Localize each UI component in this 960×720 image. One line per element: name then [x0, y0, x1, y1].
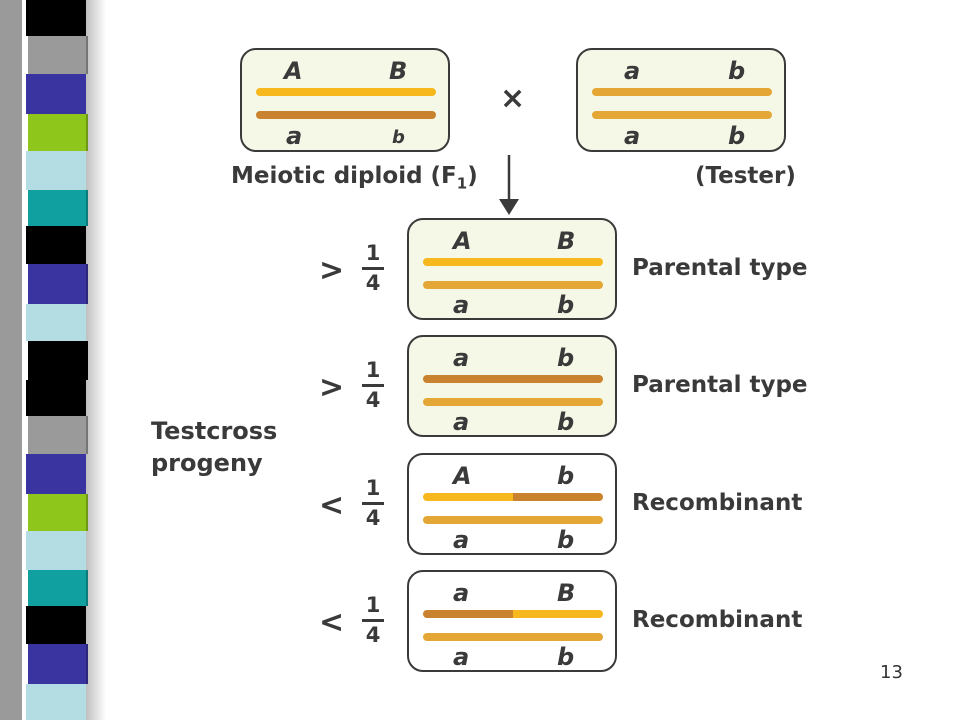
fraction-denominator: 4: [365, 506, 381, 530]
fraction-denominator: 4: [365, 623, 381, 647]
progeny-allele-top-right: B: [557, 227, 576, 255]
fraction-denominator: 4: [365, 388, 381, 412]
progeny-allele-bottom-right: b: [557, 408, 575, 436]
progeny-chromosome-bottom: [423, 633, 603, 641]
fraction-bar: [362, 267, 384, 270]
progeny-comparator-3: <: [319, 488, 345, 523]
progeny-allele-bottom-right: b: [557, 526, 575, 554]
f1-chromosome-top: [256, 88, 436, 96]
progeny-allele-top-right: b: [557, 344, 575, 372]
progeny-allele-bottom-left: a: [453, 526, 470, 554]
page-number: 13: [880, 662, 903, 683]
fraction-bar: [362, 384, 384, 387]
f1-caption: Meiotic diploid (F1): [231, 163, 478, 193]
strip-shadow: [86, 0, 106, 720]
progeny-chromosome-bottom: [423, 516, 603, 524]
f1-chromosome-bottom: [256, 111, 436, 119]
progeny-chromosome-box-2: a b a b: [407, 335, 617, 437]
progeny-allele-top-right: b: [557, 462, 575, 490]
tester-allele-top-left: a: [624, 57, 641, 85]
progeny-allele-bottom-left: a: [453, 408, 470, 436]
progeny-allele-bottom-right: b: [557, 291, 575, 319]
fraction-numerator: 1: [365, 476, 381, 500]
decorative-block-strip: [0, 0, 88, 720]
tester-allele-bottom-right: b: [728, 122, 746, 150]
progeny-chromosome-top-recombined: [423, 610, 603, 618]
progeny-allele-top-left: A: [453, 462, 472, 490]
tester-chromosome-bottom: [592, 111, 772, 119]
progeny-chromosome-top-recombined: [423, 493, 603, 501]
tester-allele-top-right: b: [728, 57, 746, 85]
fraction-denominator: 4: [365, 271, 381, 295]
tester-chromosome-top: [592, 88, 772, 96]
progeny-type-label-2: Parental type: [632, 372, 808, 398]
f1-allele-top-left: A: [284, 57, 303, 85]
progeny-chromosome-bottom: [423, 281, 603, 289]
progeny-type-label-4: Recombinant: [632, 607, 803, 633]
progeny-chromosome-top: [423, 258, 603, 266]
progeny-allele-top-left: a: [453, 344, 470, 372]
progeny-chromosome-bottom: [423, 398, 603, 406]
f1-allele-bottom-left: a: [286, 122, 303, 150]
progeny-chromosome-top: [423, 375, 603, 383]
progeny-comparator-2: >: [319, 370, 345, 405]
progeny-allele-bottom-left: a: [453, 643, 470, 671]
fraction-numerator: 1: [365, 593, 381, 617]
down-arrow-icon: [499, 155, 519, 215]
progeny-allele-bottom-left: a: [453, 291, 470, 319]
f1-allele-top-right: B: [389, 57, 408, 85]
progeny-type-label-3: Recombinant: [632, 490, 803, 516]
fraction-numerator: 1: [365, 241, 381, 265]
progeny-type-label-1: Parental type: [632, 255, 808, 281]
tester-caption: (Tester): [695, 163, 796, 189]
f1-chromosome-box: A B a b: [240, 48, 450, 152]
f1-allele-bottom-right: b: [392, 127, 405, 148]
progeny-allele-bottom-right: b: [557, 643, 575, 671]
progeny-allele-top-left: a: [453, 579, 470, 607]
progeny-comparator-4: <: [319, 605, 345, 640]
fraction-bar: [362, 619, 384, 622]
fraction-numerator: 1: [365, 358, 381, 382]
tester-allele-bottom-left: a: [624, 122, 641, 150]
progeny-allele-top-right: B: [557, 579, 576, 607]
progeny-allele-top-left: A: [453, 227, 472, 255]
fraction-bar: [362, 502, 384, 505]
progeny-comparator-1: >: [319, 253, 345, 288]
cross-symbol: ×: [500, 81, 526, 116]
tester-chromosome-box: a b a b: [576, 48, 786, 152]
